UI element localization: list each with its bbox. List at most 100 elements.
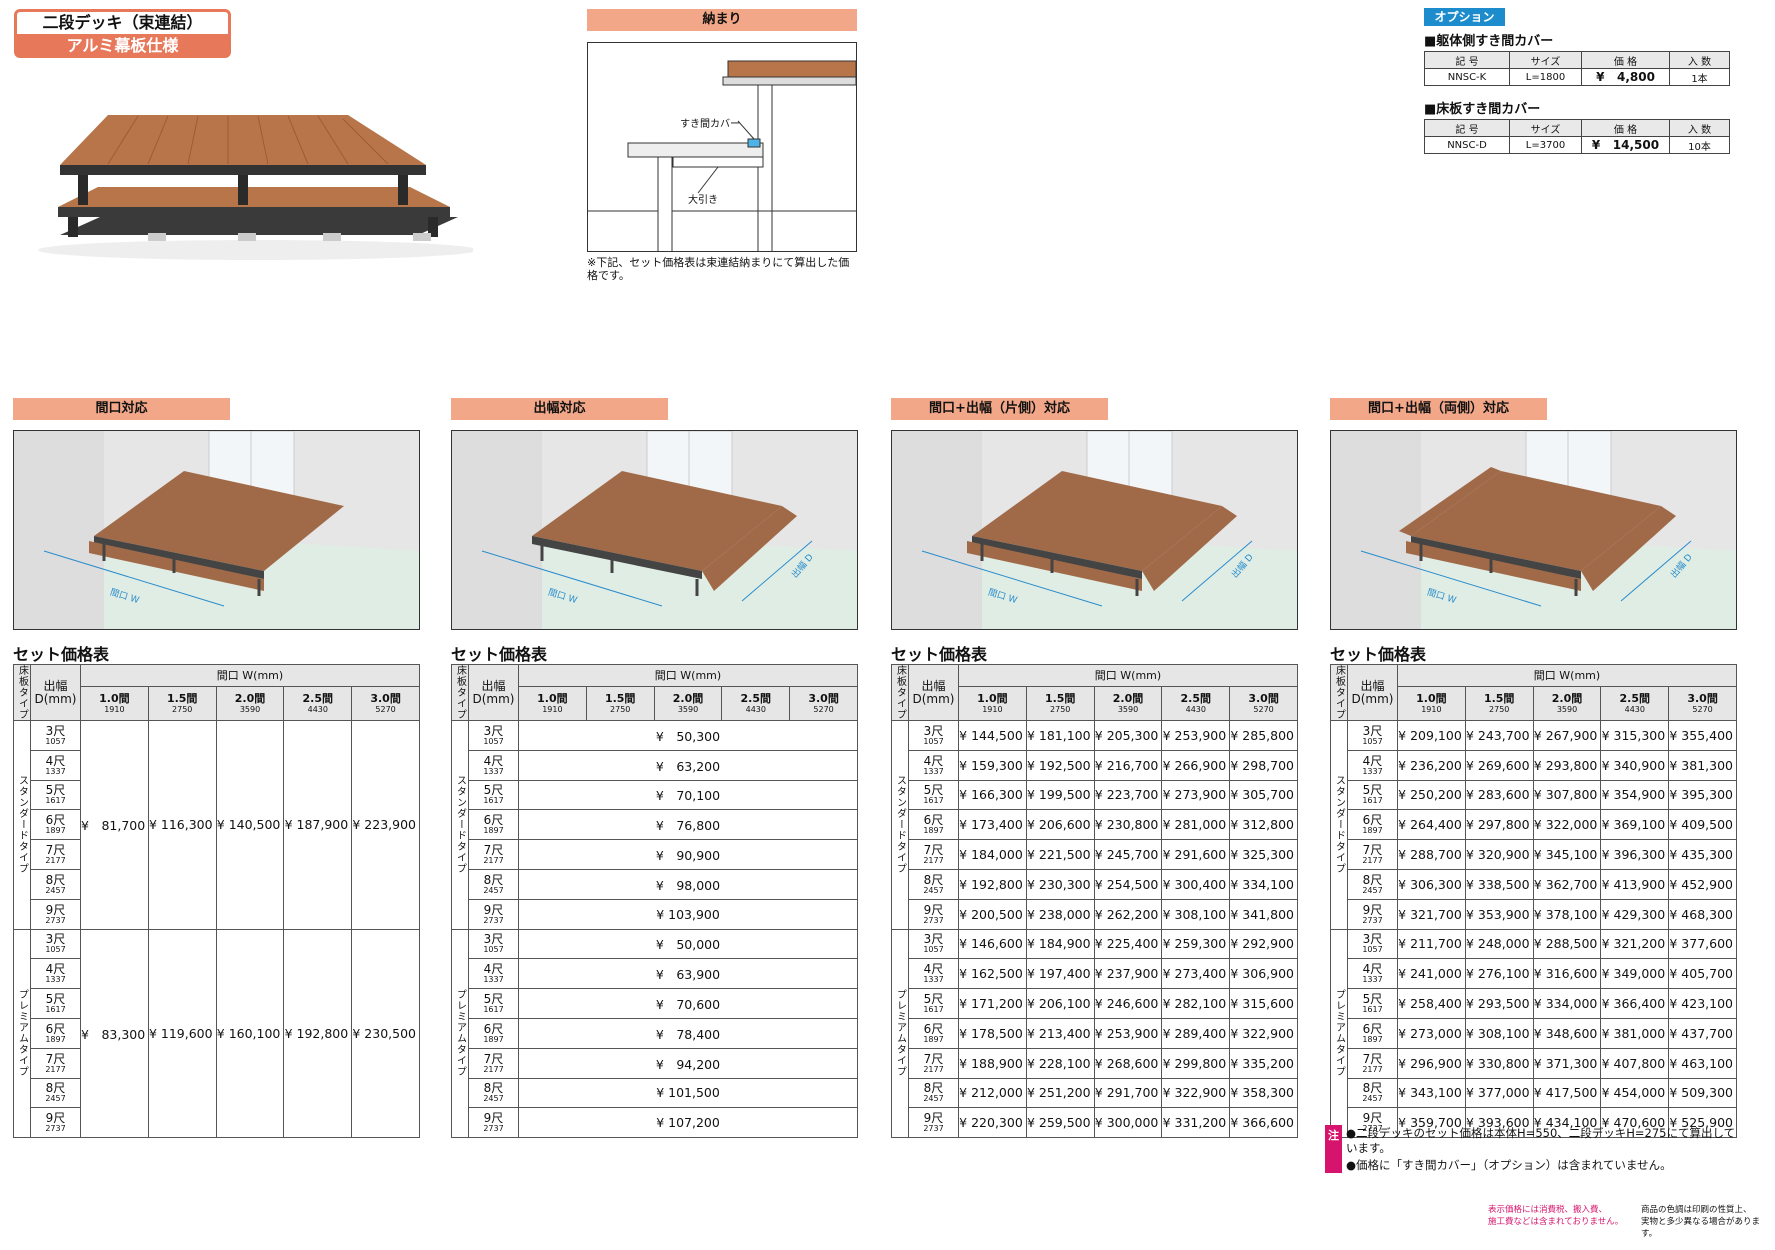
price-cell: ¥ 259,300 — [1161, 928, 1231, 960]
price-cell: ¥ 377,600 — [1668, 928, 1737, 960]
price-cell: ¥ 221,500 — [1025, 839, 1095, 870]
width-mm: 4430 — [1185, 704, 1206, 714]
price-cell: ¥ 306,300 — [1397, 868, 1466, 900]
depth-shaku: 3尺 — [923, 932, 944, 947]
price-cell: ¥ 238,000 — [1025, 898, 1095, 930]
price-cell: ¥ 83,300 — [80, 928, 149, 1139]
depth-shaku: 4尺 — [1362, 753, 1383, 768]
col-depth-unit: D(mm) — [912, 691, 955, 706]
detail-header: 納まり — [587, 9, 857, 31]
price-cell: ¥ 266,900 — [1161, 749, 1231, 781]
depth-shaku: 8尺 — [483, 872, 504, 887]
price-cell: ¥ 369,100 — [1600, 809, 1670, 841]
depth-shaku: 7尺 — [483, 1051, 504, 1066]
width-ken: 3.0間 — [370, 691, 401, 705]
price-cell: ¥ 362,700 — [1532, 868, 1602, 900]
premium-type-label: プレミアムタイプ — [891, 928, 909, 1139]
price-cell: ¥ 417,500 — [1532, 1077, 1602, 1109]
price-cell: ¥ 241,000 — [1397, 958, 1466, 990]
width-ken: 2.5間 — [740, 691, 772, 705]
depth-mm: 1897 — [923, 826, 944, 836]
set-price-title: セット価格表 — [1330, 645, 1427, 664]
price-cell: ¥ 371,300 — [1532, 1047, 1602, 1079]
price-cell: ¥ 405,700 — [1668, 958, 1737, 990]
depth-mm: 1617 — [45, 796, 66, 806]
width-ken: 2.5間 — [302, 691, 334, 705]
depth-mm: 2457 — [483, 1094, 504, 1104]
detail-note: ※下記、セット価格表は束連結納まりにて算出した価格です。 — [587, 256, 850, 282]
depth-shaku: 6尺 — [483, 1021, 504, 1036]
depth-mm: 2177 — [1362, 1064, 1383, 1074]
depth-shaku: 8尺 — [45, 872, 66, 887]
price-cell: ¥ 322,000 — [1532, 809, 1602, 841]
price-cell: ¥ 334,100 — [1229, 868, 1298, 900]
depth-shaku: 3尺 — [1362, 932, 1383, 947]
price-cell: ¥ 338,500 — [1464, 868, 1534, 900]
price-cell: ¥ 305,700 — [1229, 779, 1298, 811]
price-cell: ¥ 349,000 — [1600, 958, 1670, 990]
depth-mm: 1617 — [1362, 1005, 1383, 1015]
depth-mm: 2177 — [483, 856, 504, 866]
price-cell: ¥ 463,100 — [1668, 1047, 1737, 1079]
page-title-box: 二段デッキ（束連結） アルミ幕板仕様 — [14, 9, 231, 58]
standard-type-label: スタンダードタイプ — [451, 720, 469, 930]
price-cell: ¥ 162,500 — [958, 958, 1027, 990]
price-cell: ¥ 199,500 — [1025, 779, 1095, 811]
price-cell: ¥ 273,900 — [1161, 779, 1231, 811]
col-type-header: 床板タイプ — [13, 664, 31, 721]
price-cell: ¥ 107,200 — [518, 1107, 858, 1139]
price-cell: ¥ 76,800 — [518, 809, 858, 841]
price-cell: ¥ 262,200 — [1093, 898, 1163, 930]
price-cell: ¥ 70,100 — [518, 779, 858, 811]
col-depth-label: 出幅 — [481, 678, 506, 693]
col-depth-unit: D(mm) — [34, 691, 77, 706]
depth-mm: 1337 — [923, 975, 944, 985]
price-cell: ¥ 293,500 — [1464, 988, 1534, 1019]
depth-mm: 1617 — [1362, 796, 1383, 806]
depth-shaku: 9尺 — [923, 902, 944, 917]
price-cell: ¥ 340,900 — [1600, 749, 1670, 781]
price-cell: ¥ 253,900 — [1093, 1017, 1163, 1049]
price-cell: ¥ 396,300 — [1600, 839, 1670, 870]
depth-shaku: 8尺 — [483, 1081, 504, 1096]
width-mm: 5270 — [1692, 704, 1713, 714]
premium-type-label: プレミアムタイプ — [1330, 928, 1348, 1139]
price-cell: ¥ 291,700 — [1093, 1077, 1163, 1109]
price-cell: ¥ 70,600 — [518, 988, 858, 1019]
depth-mm: 2177 — [923, 856, 944, 866]
depth-shaku: 7尺 — [1362, 843, 1383, 858]
depth-mm: 2457 — [483, 885, 504, 895]
